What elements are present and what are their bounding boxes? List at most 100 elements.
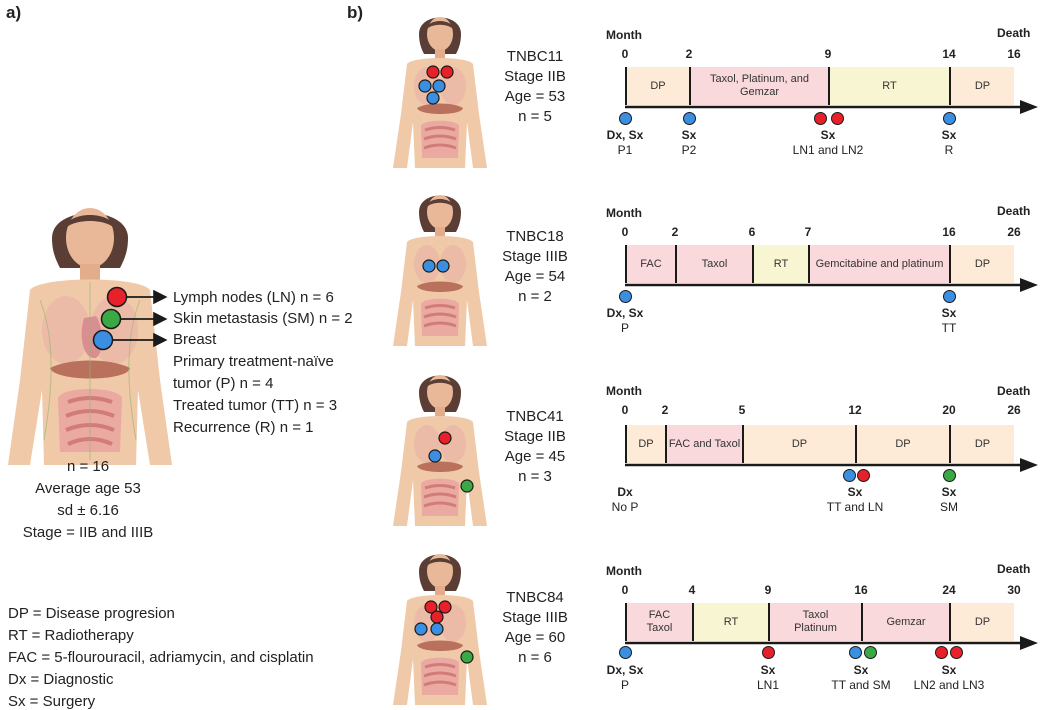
treatment-segment: FAC bbox=[625, 245, 675, 283]
patient-stage: Stage IIB bbox=[504, 428, 566, 445]
treatment-segment: DP bbox=[949, 603, 1014, 641]
summary-n: n = 16 bbox=[66, 458, 110, 475]
event-sample: P2 bbox=[681, 143, 697, 157]
patient-age: Age = 45 bbox=[504, 448, 566, 465]
abbr-rt: RT = Radiotherapy bbox=[8, 627, 134, 644]
patient-tnbc41-info: TNBC41 Stage IIB Age = 45 n = 3 bbox=[490, 407, 580, 487]
death-label: Death bbox=[997, 26, 1031, 40]
month-label: Month bbox=[606, 384, 642, 398]
event-sample: P1 bbox=[617, 143, 633, 157]
patient-tnbc18-info: TNBC18 Stage IIIB Age = 54 n = 2 bbox=[490, 227, 580, 307]
patient-body-illustration bbox=[393, 195, 487, 346]
patient-body-illustration bbox=[393, 375, 487, 526]
patient-stage: Stage IIIB bbox=[502, 609, 568, 626]
event-code: Sx bbox=[941, 306, 957, 320]
lymph-node-site-dot bbox=[440, 65, 454, 79]
timeline-tnbc18: Month Death 0 2 6 7 16 26 FAC Taxol RT G… bbox=[606, 202, 1040, 335]
breast-site-dot bbox=[418, 79, 432, 93]
breast-sample-dot bbox=[943, 290, 956, 303]
month-tick: 0 bbox=[621, 403, 629, 417]
event-sample: LN2 and LN3 bbox=[913, 678, 985, 692]
treatment-segment: DP bbox=[949, 67, 1014, 105]
treatment-segment: DP bbox=[625, 425, 665, 463]
death-label: Death bbox=[997, 562, 1031, 576]
event-sample: TT bbox=[941, 321, 957, 335]
event-code: Sx bbox=[941, 485, 957, 499]
event-code: Sx bbox=[847, 485, 863, 499]
month-label: Month bbox=[606, 206, 642, 220]
event-sample: No P bbox=[611, 500, 639, 514]
breast-marker bbox=[92, 329, 114, 351]
breast-site-dot bbox=[436, 259, 450, 273]
lymph-node-marker bbox=[106, 286, 128, 308]
treatment-segment: DP bbox=[855, 425, 949, 463]
event-code: Sx bbox=[853, 663, 869, 677]
month-label: Month bbox=[606, 564, 642, 578]
skin-metastasis-sample-dot bbox=[943, 469, 956, 482]
timeline-tnbc41: Month Death 0 2 5 12 20 26 DP FAC and Ta… bbox=[606, 380, 1040, 514]
event-code: Dx, Sx bbox=[606, 128, 644, 142]
lymph-node-sample-dot bbox=[831, 112, 844, 125]
treatment-segment: Taxol, Platinum, and Gemzar bbox=[689, 67, 828, 105]
breast-sample-dot bbox=[943, 112, 956, 125]
treatment-segment: DP bbox=[625, 67, 689, 105]
skin-metastasis-site-dot bbox=[460, 479, 474, 493]
treatment-segment: RT bbox=[752, 245, 808, 283]
breast-sample-dot bbox=[849, 646, 862, 659]
patient-id: TNBC18 bbox=[506, 228, 564, 245]
treatment-segment: RT bbox=[828, 67, 949, 105]
panel-b-label: b) bbox=[347, 3, 364, 22]
patient-n: n = 2 bbox=[518, 288, 552, 305]
lymph-node-sample-dot bbox=[814, 112, 827, 125]
month-tick: 9 bbox=[824, 47, 832, 61]
treatment-segment: DP bbox=[949, 425, 1014, 463]
treatment-segment: DP bbox=[742, 425, 855, 463]
event-sample: LN1 and LN2 bbox=[792, 143, 864, 157]
treatment-segment: Taxol Platinum bbox=[768, 603, 861, 641]
treatment-segment: Gemzar bbox=[861, 603, 949, 641]
legend-breast: Breast bbox=[173, 331, 217, 348]
legend-markers bbox=[92, 286, 168, 351]
timeline-tnbc11: Month Death 0 2 9 14 16 DP Taxol, Platin… bbox=[606, 24, 1040, 157]
treatment-segment: RT bbox=[692, 603, 768, 641]
patient-stage: Stage IIIB bbox=[502, 248, 568, 265]
event-sample: TT and SM bbox=[831, 678, 891, 692]
breast-site-dot bbox=[428, 449, 442, 463]
patient-n: n = 6 bbox=[518, 649, 552, 666]
month-label: Month bbox=[606, 28, 642, 42]
event-sample: TT and LN bbox=[826, 500, 884, 514]
breast-sample-dot bbox=[683, 112, 696, 125]
month-tick: 16 bbox=[854, 583, 868, 597]
month-tick: 0 bbox=[621, 225, 629, 239]
treatment-segment: DP bbox=[949, 245, 1014, 283]
month-tick: 2 bbox=[661, 403, 669, 417]
abbr-fac: FAC = 5-flourouracil, adriamycin, and ci… bbox=[8, 649, 314, 666]
legend-primary-count: tumor (P) n = 4 bbox=[173, 375, 274, 392]
event-code: Dx bbox=[617, 485, 633, 499]
breast-sample-dot bbox=[843, 469, 856, 482]
skin-metastasis-sample-dot bbox=[864, 646, 877, 659]
treatment-segment: Taxol bbox=[675, 245, 752, 283]
patient-age: Age = 60 bbox=[504, 629, 566, 646]
patient-age: Age = 54 bbox=[504, 268, 566, 285]
skin-metastasis-site-dot bbox=[460, 650, 474, 664]
month-tick: 9 bbox=[764, 583, 772, 597]
lymph-node-site-dot bbox=[424, 600, 438, 614]
breast-site-dot bbox=[430, 622, 444, 636]
event-code: Sx bbox=[681, 128, 697, 142]
patient-body-illustration bbox=[393, 17, 487, 168]
month-tick: 20 bbox=[942, 403, 956, 417]
summary-age: Average age 53 bbox=[35, 480, 141, 497]
month-tick: 14 bbox=[942, 47, 956, 61]
summary-sd: sd ± 6.16 bbox=[57, 502, 119, 519]
month-tick: 24 bbox=[942, 583, 956, 597]
patient-body-illustration bbox=[393, 554, 487, 705]
